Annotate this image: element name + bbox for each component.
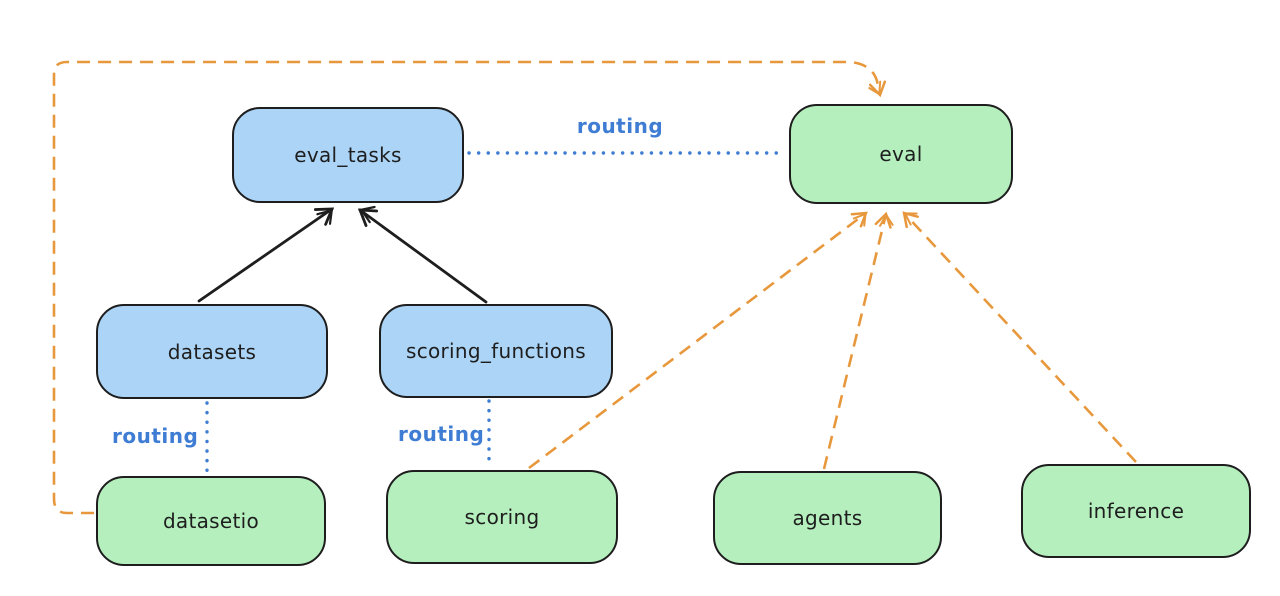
edge-label-routing-datasetio: routing — [112, 424, 199, 448]
node-scoring-functions: scoring_functions — [379, 304, 613, 398]
node-scoring-label: scoring — [464, 505, 540, 529]
node-agents-label: agents — [792, 506, 863, 530]
node-eval-tasks: eval_tasks — [232, 107, 464, 203]
edge-agents-to-eval — [822, 211, 894, 470]
edge-datasets-to-eval_tasks — [197, 207, 335, 303]
node-agents: agents — [713, 471, 942, 565]
node-scoring: scoring — [386, 470, 618, 564]
node-datasetio-label: datasetio — [162, 509, 260, 533]
edge-scoring_functions-to-eval_tasks — [357, 205, 488, 304]
edge-inference-to-eval — [902, 211, 1137, 463]
edge-datasetio-to-eval — [52, 60, 887, 515]
node-datasets: datasets — [96, 304, 328, 399]
node-eval: eval — [789, 104, 1013, 204]
node-datasetio: datasetio — [96, 476, 326, 566]
node-scoring-functions-label: scoring_functions — [405, 339, 587, 363]
node-datasets-label: datasets — [167, 339, 257, 364]
edge-label-routing-scoring: routing — [398, 422, 485, 446]
node-inference: inference — [1021, 464, 1251, 558]
node-eval-tasks-label: eval_tasks — [294, 143, 402, 167]
node-inference-label: inference — [1087, 499, 1185, 523]
node-eval-label: eval — [879, 142, 923, 166]
edge-scoring-to-eval — [528, 211, 868, 470]
edge-label-routing-eval: routing — [576, 114, 664, 138]
